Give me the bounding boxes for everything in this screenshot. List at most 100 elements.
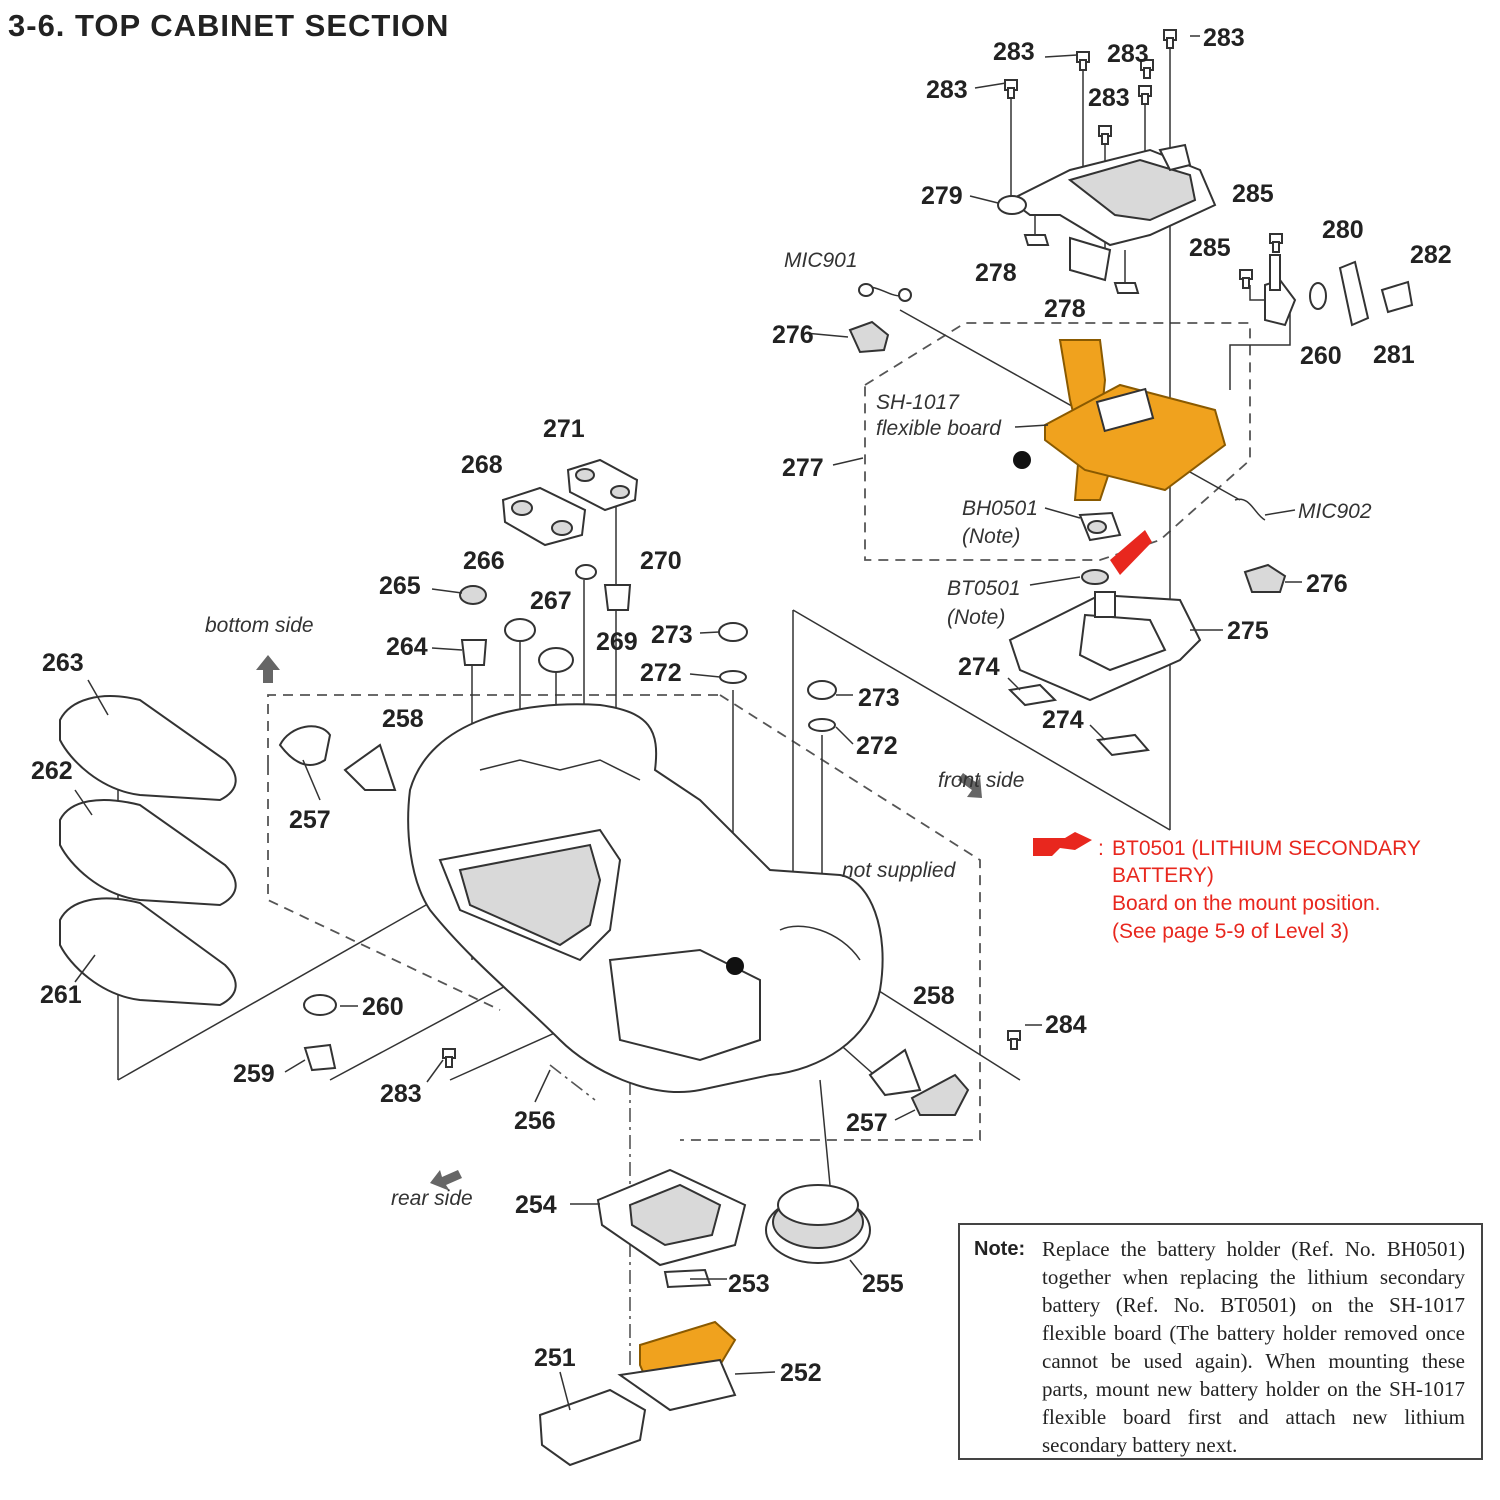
label-mic901: MIC901 [784,249,858,272]
mic901-assembly [858,283,912,302]
mount-plate-275 [1008,591,1202,702]
callout-285: 285 [1232,180,1274,208]
battery-holder-bh0501 [1078,511,1122,542]
button-264 [460,639,488,666]
cover-plate-262 [59,799,237,907]
callout-257: 257 [289,806,331,834]
battery-pointer-icon [1033,832,1092,856]
screw-283-top [1004,29,1177,145]
callout-254: 254 [515,1191,557,1219]
label-rear-side: rear side [391,1187,473,1210]
label-mic902: MIC902 [1298,500,1372,523]
cover-gasket-261 [59,897,237,1007]
sheet-253 [663,1268,712,1289]
top-frame-279 [997,143,1217,282]
callout-numbers: 283 283 283 283 283 279 278 278 285 285 … [31,24,1452,1387]
assembly-boundary-right [680,694,981,1141]
note-box: Note: Replace the battery holder (Ref. N… [958,1223,1483,1460]
button-plate-268 [501,486,587,547]
guide-line [792,609,1171,831]
callout-269: 269 [596,628,638,656]
arrow-rear-side-icon [430,1170,462,1191]
button-281 [1338,260,1370,327]
component-labels: MIC901 MIC902 SH-1017 flexible board BH0… [205,249,1372,1210]
button-270 [603,584,632,611]
label-not-supplied: not supplied [842,859,957,882]
battery-bt0501 [1081,569,1109,585]
strap-lug-257-left [278,725,332,766]
top-cabinet-body-256 [407,703,884,1093]
guide-line [549,1064,596,1101]
mic902-wire [1234,498,1266,521]
holder-276-lower [1243,563,1287,593]
label-front-side: front side [938,769,1024,792]
callout-260: 260 [362,993,404,1021]
callout-283: 283 [993,38,1035,66]
screw-283-bottom [442,1048,456,1068]
spacer-269 [575,564,597,580]
callout-273: 273 [858,684,900,712]
sh1017-group-box [864,322,1251,561]
button-265 [459,585,487,605]
callout-258: 258 [913,982,955,1010]
screw-284 [1007,1030,1021,1050]
label-flexible-board: flexible board [876,417,1002,440]
callout-264: 264 [386,633,428,661]
legend-line-2: BATTERY) [1112,864,1214,887]
callout-272: 272 [856,732,898,760]
callout-270: 270 [640,547,682,575]
guide-line [819,1079,831,1186]
callout-263: 263 [42,649,84,677]
pad-274-a [1007,683,1058,707]
button-267 [538,647,574,673]
callout-259: 259 [233,1060,275,1088]
callout-265: 265 [379,572,421,600]
label-bottom-side: bottom side [205,614,314,637]
button-259 [303,1043,337,1072]
ring-272-b [808,718,836,732]
callout-256: 256 [514,1107,556,1135]
callout-271: 271 [543,415,585,443]
callout-278: 278 [975,259,1017,287]
screw-285 [1239,233,1283,289]
cushion-260-top [1309,282,1327,310]
callout-275: 275 [1227,617,1269,645]
ring-258-left [343,743,397,791]
card-cover-252 [617,1320,737,1412]
callout-276: 276 [1306,570,1348,598]
callout-258: 258 [382,705,424,733]
callout-278: 278 [1044,295,1086,323]
guide-line [1229,285,1291,390]
callout-284: 284 [1045,1011,1087,1039]
callout-274: 274 [958,653,1000,681]
callout-279: 279 [921,182,963,210]
note-text: Replace the battery holder (Ref. No. BH0… [1042,1237,1465,1457]
callout-274: 274 [1042,706,1084,734]
callout-283: 283 [1088,84,1130,112]
arrow-front-side-icon [958,773,982,798]
pad-274-b [1095,733,1150,757]
holder-276-upper [848,320,890,354]
cap-273-b [807,680,837,700]
bottom-plate-254 [596,1168,747,1267]
strap-lug-257-right [910,1073,970,1116]
callout-262: 262 [31,757,73,785]
callout-283: 283 [1203,24,1245,52]
callout-281: 281 [1373,341,1415,369]
callout-283: 283 [1107,40,1149,68]
sh1017-flexible-board [1013,339,1227,501]
connection-mark-i-2 [726,957,744,975]
callout-285: 285 [1189,234,1231,262]
card-slot-251 [538,1388,647,1467]
callout-273: 273 [651,621,693,649]
legend-line-3: Board on the mount position. [1112,892,1381,915]
connection-mark-i [1013,451,1031,469]
callout-260: 260 [1300,342,1342,370]
callout-268: 268 [461,451,503,479]
note-label: Note: [974,1238,1026,1260]
cover-frame-263 [59,695,237,802]
label-bt0501: BT0501 [947,577,1021,600]
guide-line [117,879,471,1081]
callout-267: 267 [530,587,572,615]
